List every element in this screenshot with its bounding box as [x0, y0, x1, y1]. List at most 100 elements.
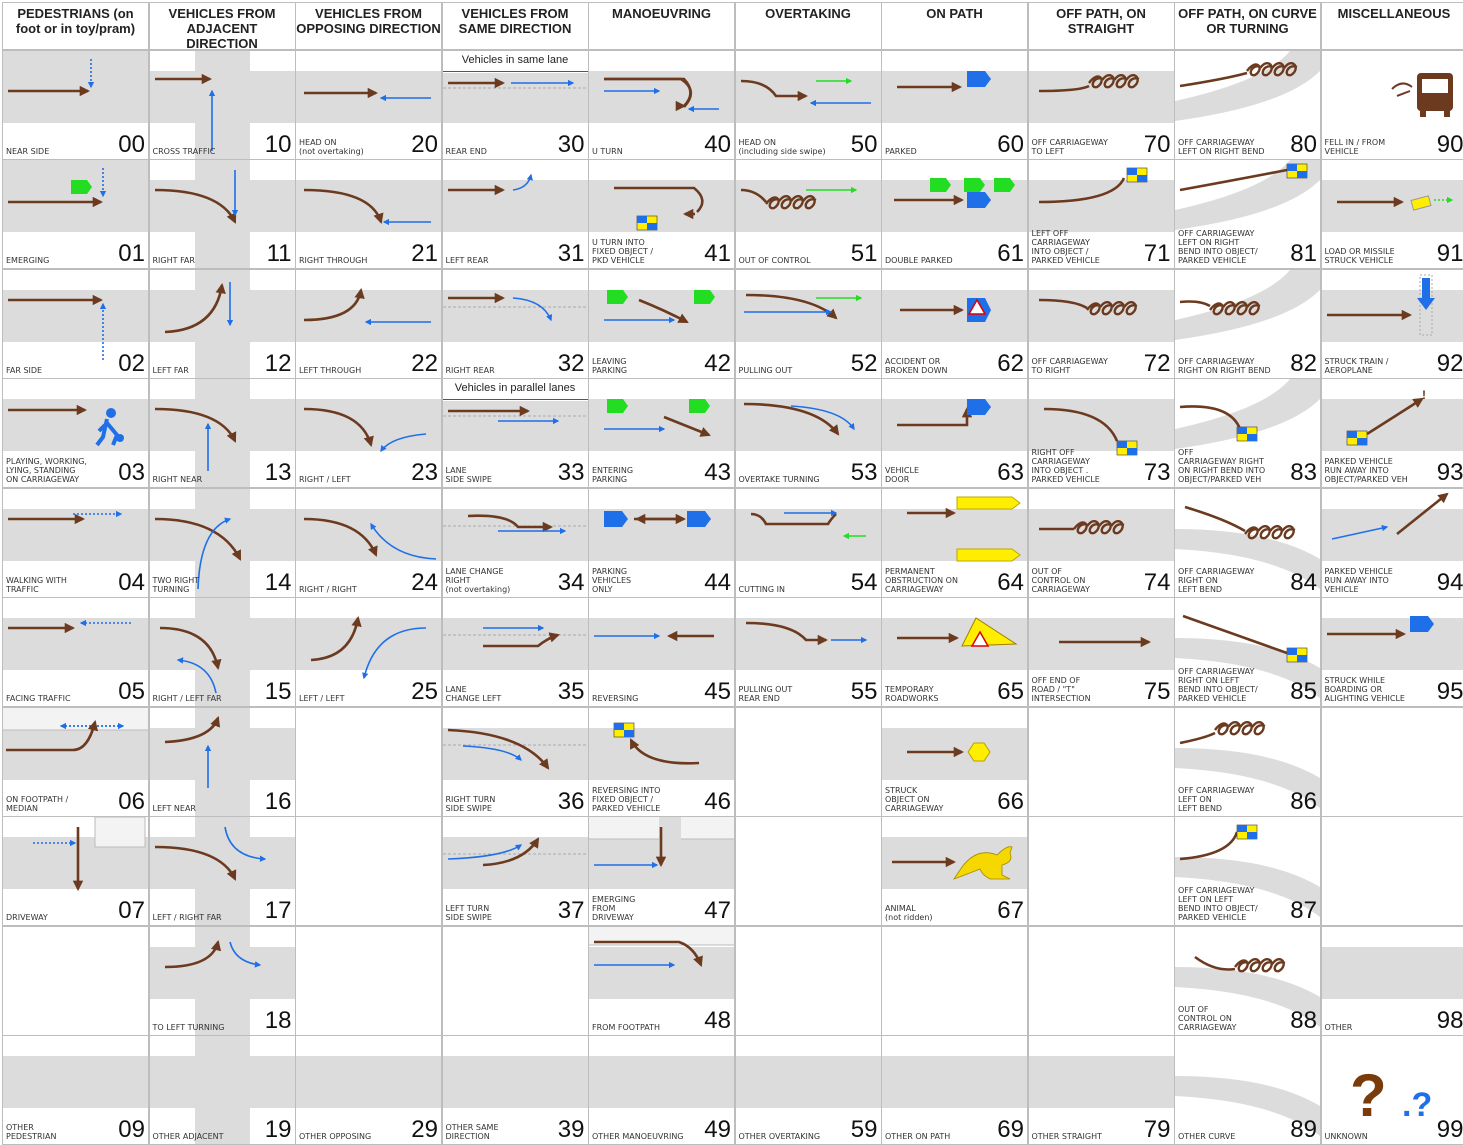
object-marker-icon [637, 216, 657, 230]
road-band [589, 618, 734, 670]
dca-code-number: 44 [704, 570, 731, 596]
dca-label: HEAD ON(not overtaking) [299, 138, 399, 156]
road-band [882, 290, 1027, 342]
dca-label: FROM FOOTPATH [592, 1023, 692, 1032]
dca-label-text: PERMANENT OBSTRUCTION ON CARRIAGEWAY [885, 567, 958, 594]
column-header-line: STRAIGHT [1056, 21, 1146, 36]
road-band [1029, 399, 1174, 451]
road-band [3, 51, 148, 123]
dca-code-number: 30 [558, 132, 585, 158]
road-band [443, 509, 588, 561]
dca-code-number: 17 [265, 898, 292, 924]
dca-label-text: PULLING OUT [739, 366, 793, 375]
dca-label: OUT OF CONTROL [739, 256, 839, 265]
dca-label: OTHER MANOEUVRING [592, 1132, 692, 1141]
dca-code-number: 95 [1437, 679, 1463, 705]
road-band [195, 817, 250, 925]
dca-code-number: 33 [558, 460, 585, 486]
column-header-line: OFF PATH, ON [1056, 6, 1146, 21]
dca-label-note: (including side swipe) [739, 147, 826, 156]
dca-label-text: LANE CHANGE RIGHT [446, 567, 504, 585]
skid-loop-path [1215, 722, 1265, 734]
dca-code-number: 65 [997, 679, 1024, 705]
dca-label: VEHICLE DOOR [885, 466, 985, 484]
dca-label: OFF CARRIAGEWAY RIGHT ON RIGHT BEND INTO… [1178, 448, 1278, 484]
dca-label-text: PARKING VEHICLES ONLY [592, 567, 631, 594]
dca-label-text: OTHER ADJACENT [153, 1132, 224, 1141]
dca-code-number: 31 [558, 241, 585, 267]
dca-code-number: 25 [411, 679, 438, 705]
dca-label-text: REVERSING [592, 694, 638, 703]
dca-code-number: 43 [704, 460, 731, 486]
dca-code-cell: LEFT / LEFT 25 [296, 598, 441, 706]
dca-label-text: OFF CARRIAGEWAY LEFT ON RIGHT BEND INTO … [1178, 229, 1258, 265]
dca-label: RIGHT / LEFT [299, 475, 399, 484]
dca-label: OFF CARRIAGEWAY LEFT ON RIGHT BEND [1178, 138, 1278, 156]
road-band [3, 290, 148, 342]
dca-label-text: STRUCK WHILE BOARDING OR ALIGHTING VEHIC… [1325, 676, 1405, 703]
column-header-line: OPPOSING DIRECTION [296, 21, 440, 36]
dca-label: OFF CARRIAGEWAY LEFT ON LEFT BEND [1178, 786, 1278, 813]
dca-code-number: 29 [411, 1117, 438, 1143]
dca-label-text: RIGHT FAR [153, 256, 195, 265]
road-band [736, 180, 881, 232]
object-marker-icon [1127, 168, 1147, 182]
road-band [443, 1056, 588, 1108]
dca-label: U TURN [592, 147, 692, 156]
dca-label-text: OFF CARRIAGEWAY RIGHT ON RIGHT BEND [1178, 357, 1271, 375]
dca-label-text: OFF CARRIAGEWAY RIGHT ON LEFT BEND [1178, 567, 1254, 594]
dca-label-text: LANE CHANGE LEFT [446, 685, 502, 703]
dca-label: RIGHT THROUGH [299, 256, 399, 265]
object-marker-icon [1287, 648, 1307, 662]
dca-label-text: LEFT / LEFT [299, 694, 345, 703]
road-band [882, 1056, 1027, 1108]
dca-code-number: 87 [1290, 898, 1317, 924]
road-band [1322, 618, 1463, 670]
dca-code-number: 60 [997, 132, 1024, 158]
dca-code-number: 42 [704, 351, 731, 377]
column-header: OVERTAKING [736, 3, 881, 49]
road-band [296, 71, 441, 123]
dca-label-text: DRIVEWAY [6, 913, 48, 922]
dca-code-number: 99 [1437, 1117, 1463, 1143]
dca-code-cell: REVERSING INTO FIXED OBJECT / PARKED VEH… [589, 708, 734, 816]
dca-label: HEAD ON(including side swipe) [739, 138, 839, 156]
empty-cell [736, 927, 881, 1035]
dca-code-number: 90 [1437, 132, 1463, 158]
dca-label: OFF END OF ROAD / "T" INTERSECTION [1032, 676, 1132, 703]
column-header-line: foot or in toy/pram) [16, 21, 135, 36]
dca-label-text: RIGHT TURN SIDE SWIPE [446, 795, 496, 813]
dca-label: PARKING VEHICLES ONLY [592, 567, 692, 594]
dca-label: PLAYING, WORKING, LYING, STANDING ON CAR… [6, 457, 106, 484]
dca-label-text: RIGHT NEAR [153, 475, 203, 484]
exclamation-icon: ! [1422, 388, 1426, 402]
road-band [3, 728, 148, 780]
dca-code-number: 93 [1437, 460, 1463, 486]
road-band [736, 399, 881, 451]
dca-code-number: 12 [265, 351, 292, 377]
dca-label-text: RIGHT / LEFT [299, 475, 351, 484]
dca-label: PARKED [885, 147, 985, 156]
dca-code-number: 81 [1290, 241, 1317, 267]
dca-label: OFF CARRIAGEWAY TO LEFT [1032, 138, 1132, 156]
dca-label: EMERGING [6, 256, 106, 265]
